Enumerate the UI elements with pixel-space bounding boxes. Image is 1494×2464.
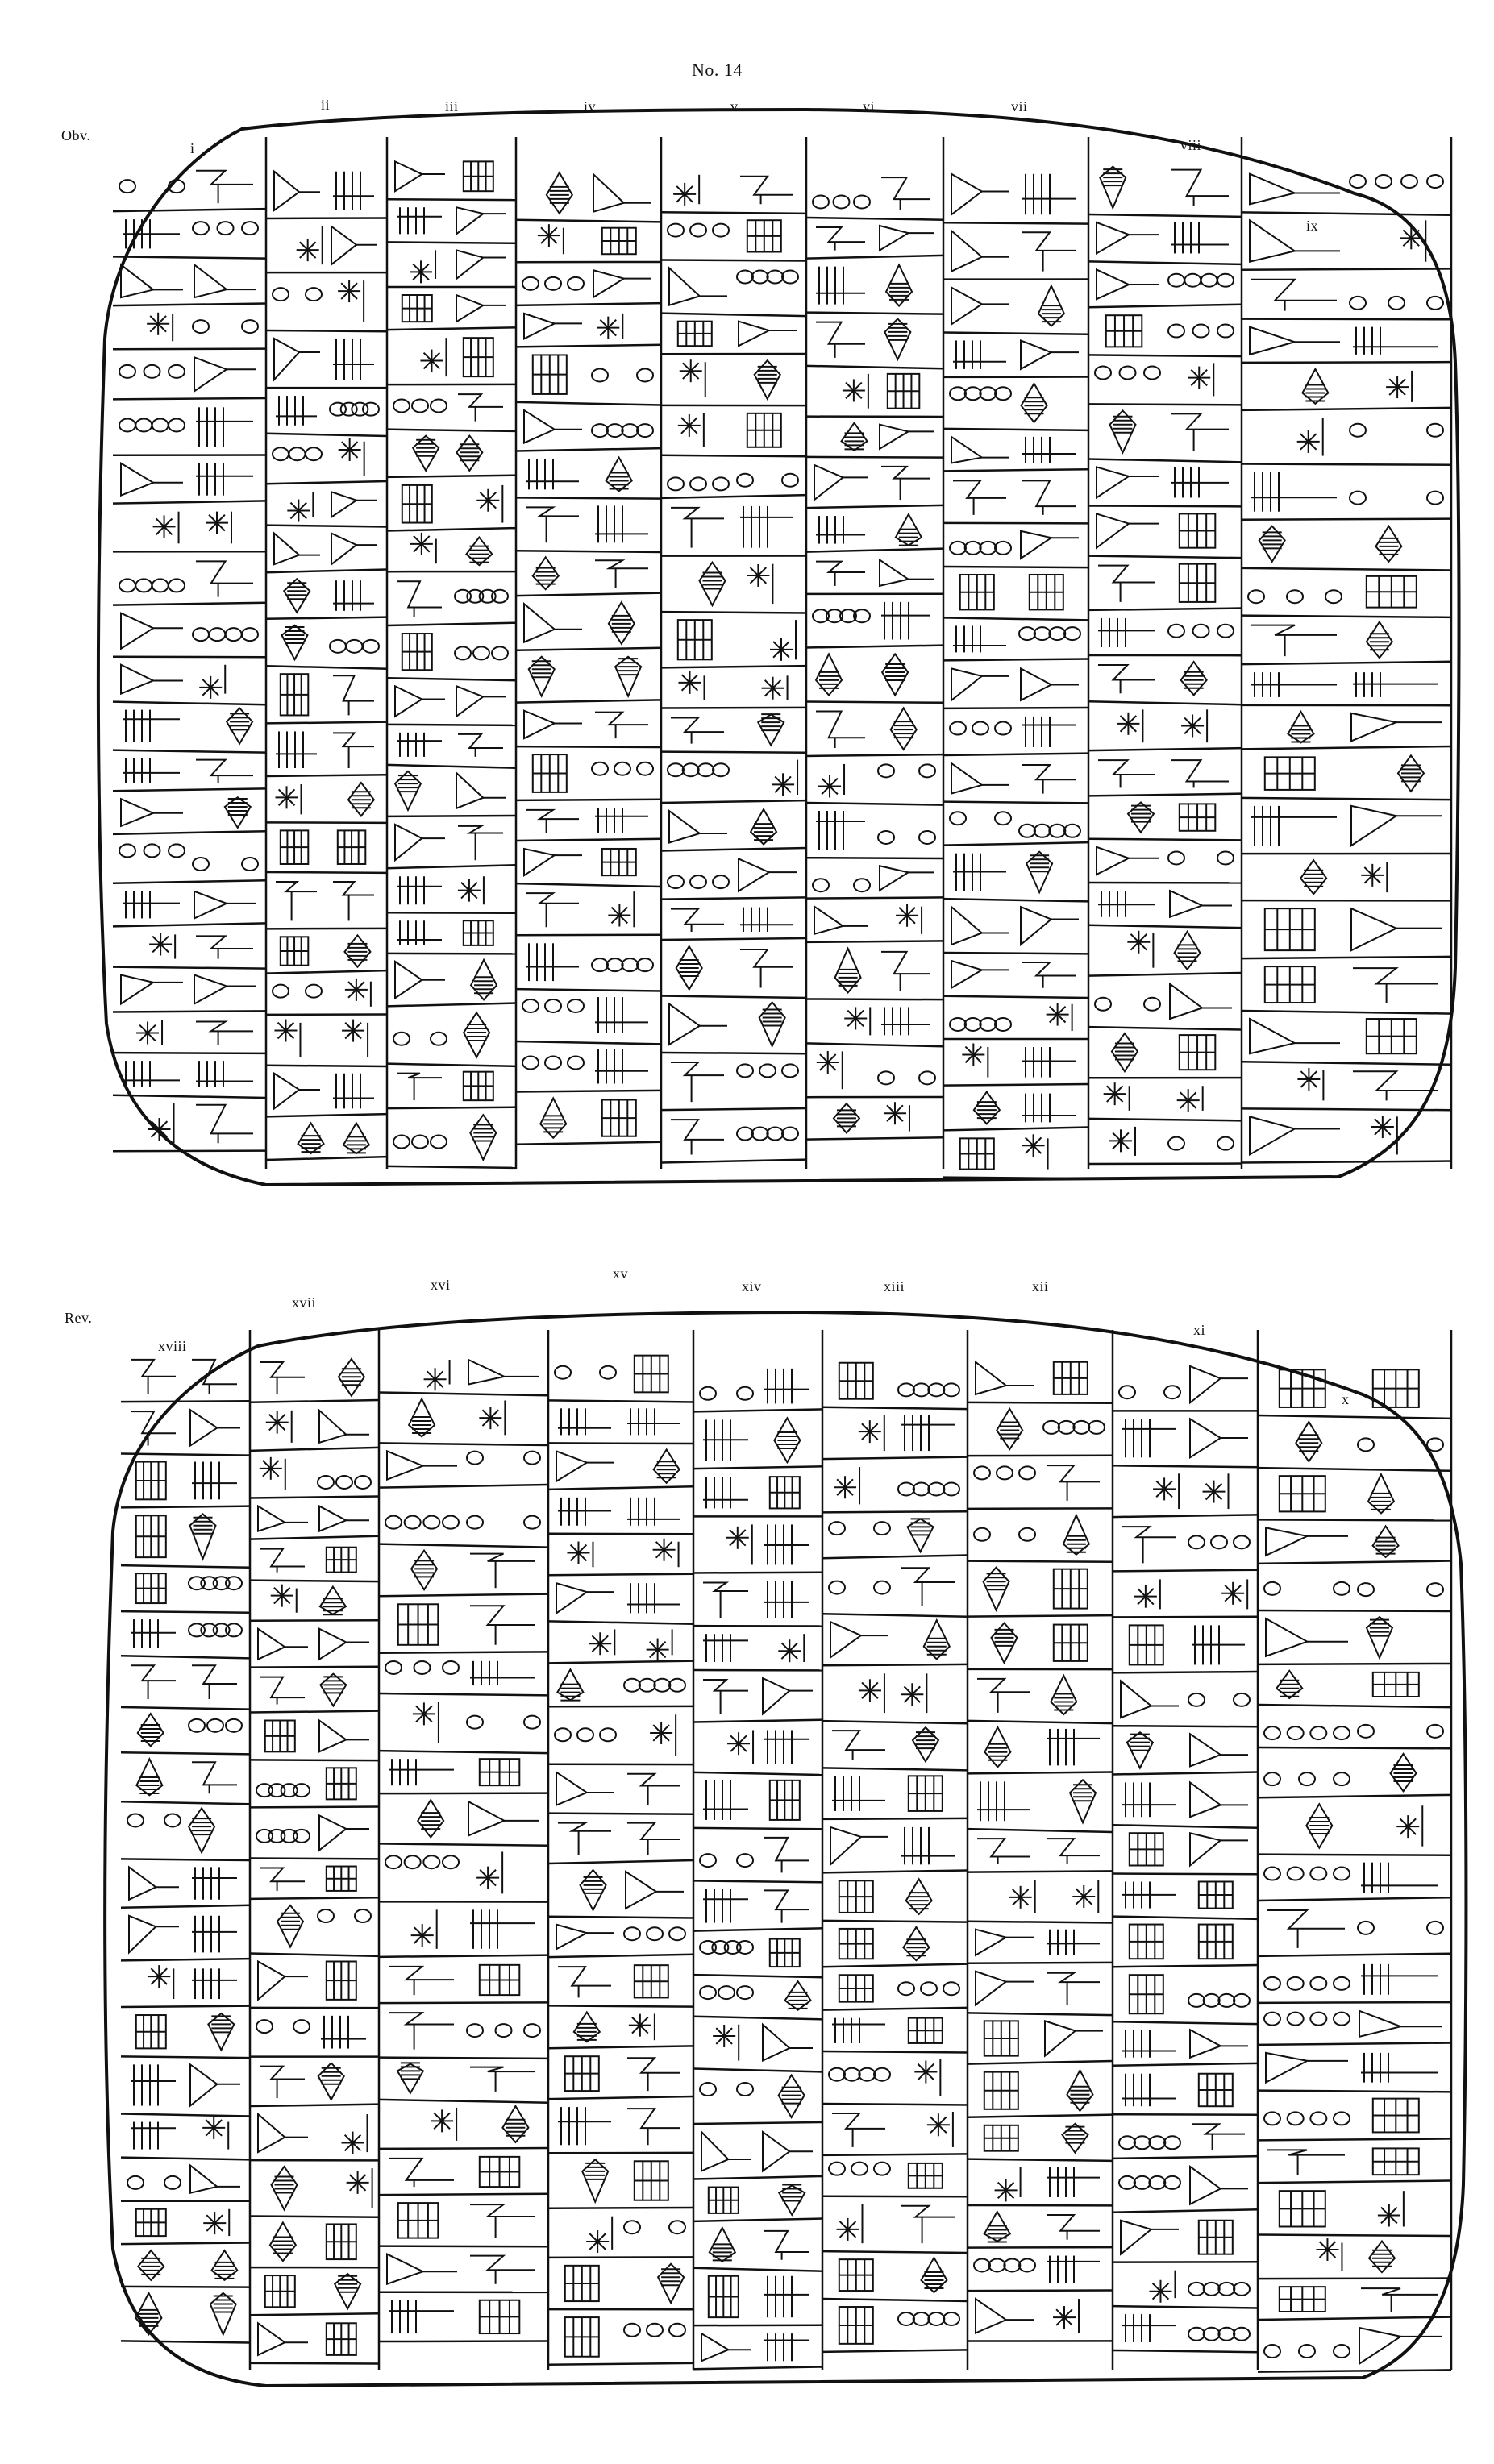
rev-col-xviii: xviii — [158, 1338, 187, 1354]
rev-col-xiii: xiii — [884, 1278, 905, 1294]
rev-col-xiv: xiv — [742, 1278, 762, 1294]
obv-col-iii: iii — [445, 98, 459, 114]
obv-col-ii: ii — [321, 97, 331, 113]
obv-col-ix: ix — [1306, 218, 1319, 234]
plate-title: No. 14 — [692, 60, 743, 80]
obv-col-v: v — [730, 98, 739, 114]
rev-col-xii: xii — [1032, 1278, 1049, 1294]
rev-col-xv: xv — [613, 1265, 628, 1282]
reverse-label: Rev. — [65, 1310, 93, 1326]
rev-col-x: x — [1342, 1391, 1350, 1407]
obverse-label: Obv. — [61, 127, 91, 143]
rev-col-xvi: xvi — [431, 1277, 451, 1293]
rev-col-xvii: xvii — [292, 1294, 317, 1311]
obv-col-vii: vii — [1011, 98, 1028, 114]
reverse-tablet-drawing — [103, 1310, 1468, 2388]
obv-col-i: i — [190, 140, 195, 156]
rev-col-xi: xi — [1193, 1322, 1206, 1338]
obverse-tablet-drawing — [97, 107, 1461, 1187]
